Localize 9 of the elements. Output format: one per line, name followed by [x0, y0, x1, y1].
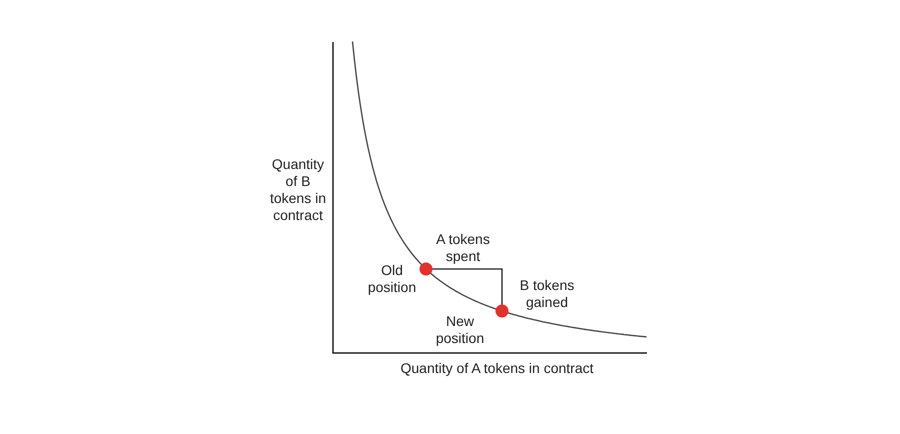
axis-title: Quantity of B tokens in contract — [268, 156, 328, 224]
position-dot — [496, 304, 508, 318]
axis-title: Quantity of A tokens in contract — [400, 360, 594, 377]
connector-line — [432, 268, 503, 304]
point-label: Old position — [366, 262, 418, 296]
annotation-label: B tokens gained — [518, 277, 576, 311]
position-dot — [420, 262, 432, 276]
point-label: New position — [434, 313, 486, 347]
annotation-label: A tokens spent — [435, 231, 491, 265]
